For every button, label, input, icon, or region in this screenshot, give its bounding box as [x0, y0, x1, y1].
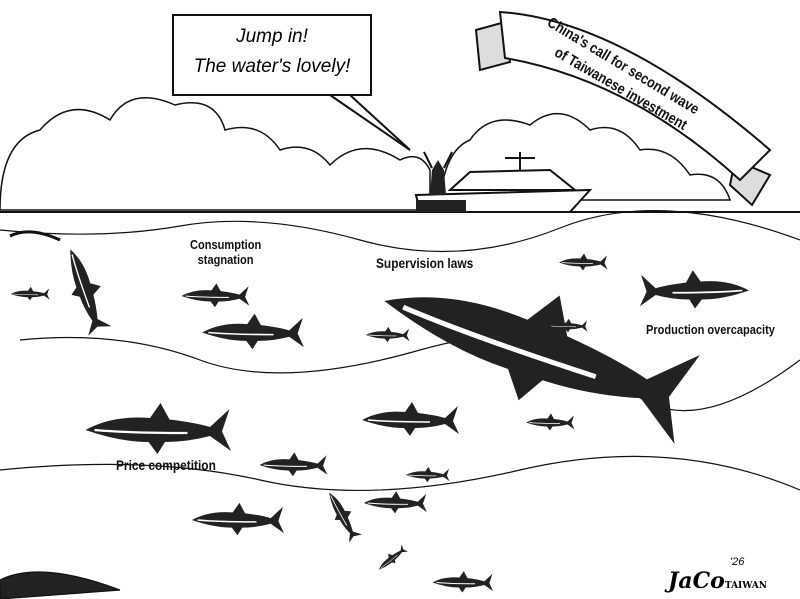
- artist-signature: JaCoTAIWAN: [668, 568, 767, 594]
- banner-scroll: [474, 10, 772, 207]
- label-price-competition: Price competition: [116, 457, 216, 473]
- label-production-overcapacity: Production overcapacity: [646, 322, 775, 337]
- speech-line-2: The water's lovely!: [193, 56, 351, 77]
- label-line: Consumption: [190, 237, 262, 252]
- label-supervision-laws: Supervision laws: [376, 255, 474, 271]
- signature-year: '26: [730, 556, 745, 568]
- signature-paper: TAIWAN: [724, 581, 767, 591]
- speech-bubble: Jump in! The water's lovely!: [172, 14, 372, 96]
- boat: [414, 151, 593, 213]
- waves: [0, 210, 800, 599]
- signature-name: JaCo: [668, 568, 725, 594]
- speech-line-1: Jump in!: [236, 26, 308, 47]
- label-consumption-stagnation: Consumption stagnation: [190, 237, 261, 267]
- label-line: stagnation: [197, 252, 254, 267]
